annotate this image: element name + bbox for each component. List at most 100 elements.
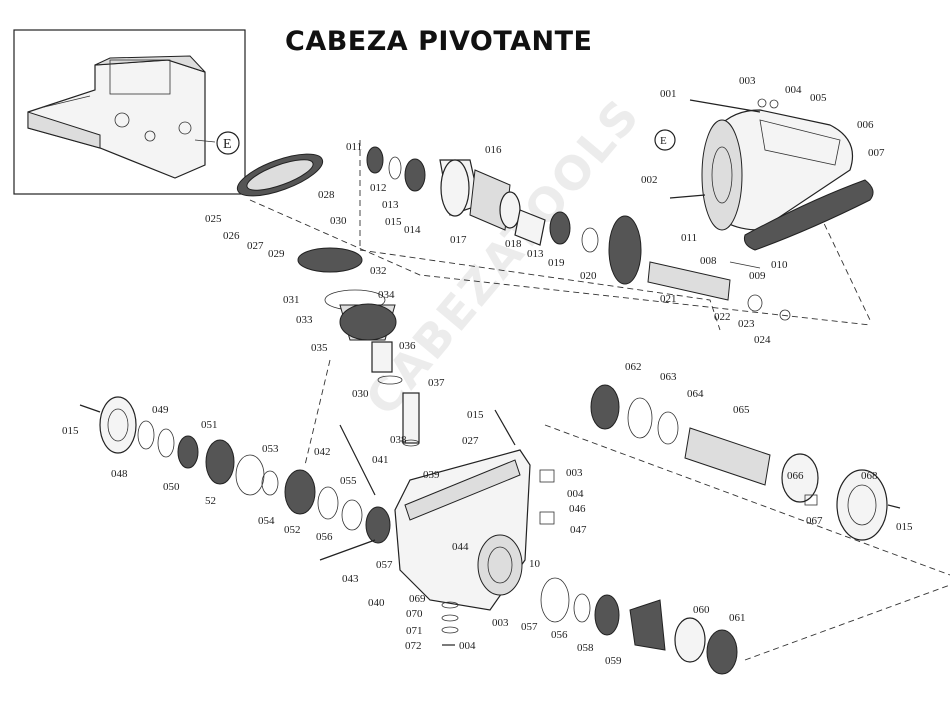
part-label-025: 025 <box>205 213 222 225</box>
part-label-056b: 056 <box>551 629 568 641</box>
diagram-title: CABEZA PIVOTANTE <box>285 26 593 57</box>
part-label-040: 040 <box>368 597 385 609</box>
part-label-013a: 013 <box>382 199 399 211</box>
lower-left-bearings <box>79 396 391 561</box>
part-label-030a: 030 <box>330 215 347 227</box>
part-label-046: 046 <box>569 503 586 515</box>
part-label-032: 032 <box>370 265 387 277</box>
part-label-071: 071 <box>406 625 423 637</box>
part-label-026: 026 <box>223 230 240 242</box>
part-label-027a: 027 <box>247 240 264 252</box>
part-label-034: 034 <box>378 289 395 301</box>
part-label-029: 029 <box>268 248 285 260</box>
part-label-047: 047 <box>570 524 587 536</box>
output-shaft-assembly <box>590 384 901 541</box>
part-label-004b: 004 <box>567 488 584 500</box>
part-label-053: 053 <box>262 443 279 455</box>
part-label-048: 048 <box>111 468 128 480</box>
part-label-065: 065 <box>733 404 750 416</box>
part-label-051: 051 <box>201 419 218 431</box>
part-label-042: 042 <box>314 446 331 458</box>
part-label-017a: 017 <box>450 234 467 246</box>
part-label-012: 012 <box>370 182 387 194</box>
part-label-049: 049 <box>152 404 169 416</box>
part-label-015a: 015 <box>385 216 402 228</box>
part-label-039: 039 <box>423 469 440 481</box>
part-label-023: 023 <box>738 318 755 330</box>
part-label-067: 067 <box>806 515 823 527</box>
part-label-054: 054 <box>258 515 275 527</box>
part-label-014a: 014 <box>404 224 421 236</box>
part-label-003c: 003 <box>492 617 509 629</box>
part-label-060: 060 <box>693 604 710 616</box>
part-label-031a: 031 <box>283 294 300 306</box>
view-marker-label-2: E <box>660 135 667 147</box>
part-label-019: 019 <box>548 257 565 269</box>
main-housing <box>394 409 555 611</box>
part-label-011b: 011 <box>681 232 697 244</box>
part-label-068: 068 <box>861 470 878 482</box>
part-label-066: 066 <box>787 470 804 482</box>
part-label-001: 001 <box>660 88 677 100</box>
part-label-037: 037 <box>428 377 445 389</box>
assembly-guides <box>249 140 950 661</box>
inset-overview: E <box>13 29 246 195</box>
view-marker-label: E <box>223 137 232 152</box>
pinion-assembly <box>441 577 738 675</box>
part-label-052a: 52 <box>205 495 216 507</box>
part-label-057b: 057 <box>521 621 538 633</box>
swivel-housing: E <box>654 98 874 251</box>
part-label-016: 016 <box>485 144 502 156</box>
part-label-010a: 010 <box>771 259 788 271</box>
part-label-008: 008 <box>700 255 717 267</box>
part-label-033: 033 <box>296 314 313 326</box>
part-label-043: 043 <box>342 573 359 585</box>
part-label-024: 024 <box>754 334 771 346</box>
part-label-061: 061 <box>729 612 746 624</box>
part-label-007: 007 <box>868 147 885 159</box>
upper-shaft-assembly <box>366 146 791 321</box>
part-label-056a: 056 <box>316 531 333 543</box>
part-label-072: 072 <box>405 640 422 652</box>
part-label-010b: 10 <box>529 558 541 570</box>
part-label-013b: 013 <box>527 248 544 260</box>
part-label-020: 020 <box>580 270 597 282</box>
part-label-003a: 003 <box>739 75 756 87</box>
part-label-021a: 021 <box>660 293 677 305</box>
part-label-003b: 003 <box>566 467 583 479</box>
part-label-050: 050 <box>163 481 180 493</box>
part-label-063: 063 <box>660 371 677 383</box>
part-label-044: 044 <box>452 541 469 553</box>
part-labels: 0010020030040050060070080090100110110120… <box>62 75 913 667</box>
part-label-055: 055 <box>340 475 357 487</box>
part-label-009: 009 <box>749 270 766 282</box>
part-label-011a: 011 <box>346 141 362 153</box>
part-label-018: 018 <box>505 238 522 250</box>
part-label-006: 006 <box>857 119 874 131</box>
part-label-059: 059 <box>605 655 622 667</box>
part-label-002: 002 <box>641 174 658 186</box>
vertical-gear-stack <box>236 153 420 447</box>
part-label-004a: 004 <box>785 84 802 96</box>
part-label-069: 069 <box>409 593 426 605</box>
part-label-022: 022 <box>714 311 731 323</box>
part-label-035: 035 <box>311 342 328 354</box>
part-label-028: 028 <box>318 189 335 201</box>
part-label-062: 062 <box>625 361 642 373</box>
part-label-036: 036 <box>399 340 416 352</box>
part-label-004c: 004 <box>459 640 476 652</box>
view-marker-circle <box>216 131 240 155</box>
part-label-057a: 057 <box>376 559 393 571</box>
part-label-015d: 015 <box>896 521 913 533</box>
part-label-027b: 027 <box>462 435 479 447</box>
part-label-064: 064 <box>687 388 704 400</box>
part-label-052b: 052 <box>284 524 301 536</box>
part-label-015c: 015 <box>62 425 79 437</box>
part-label-058: 058 <box>577 642 594 654</box>
part-label-041: 041 <box>372 454 389 466</box>
part-label-030b: 030 <box>352 388 369 400</box>
part-label-015b: 015 <box>467 409 484 421</box>
part-label-070: 070 <box>406 608 423 620</box>
